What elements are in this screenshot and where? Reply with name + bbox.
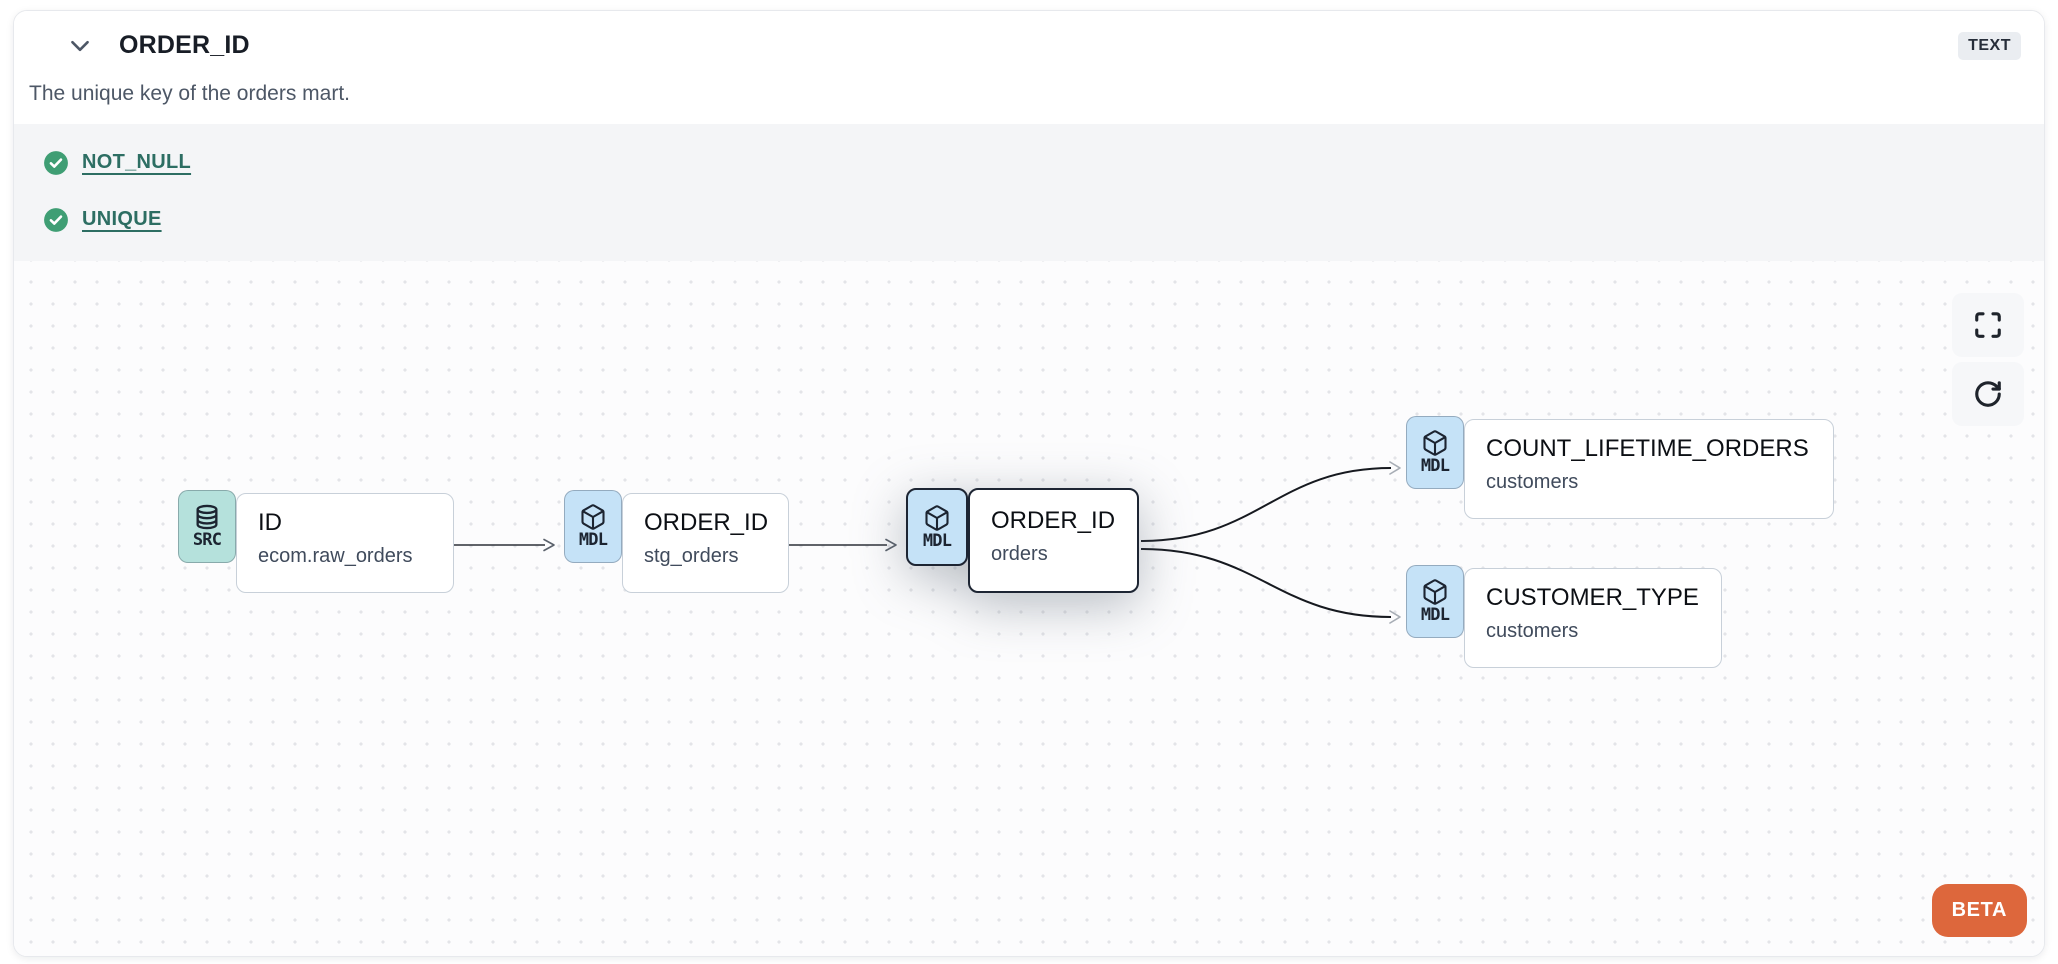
node-subtitle: customers: [1486, 620, 1579, 642]
fullscreen-icon: [1975, 312, 2001, 338]
node-badge-label: MDL: [578, 530, 608, 550]
test-row: UNIQUE: [43, 202, 2044, 237]
test-link-not-null[interactable]: NOT_NULL: [82, 151, 192, 173]
chevron-down-icon[interactable]: [67, 33, 93, 59]
refresh-button[interactable]: [1952, 362, 2024, 426]
tests-section: NOT_NULL UNIQUE: [14, 124, 2044, 261]
lineage-canvas[interactable]: SRC ID ecom.raw_orders MDL ORDER_ID stg_…: [14, 261, 2044, 956]
node-box: ORDER_ID orders: [968, 488, 1139, 593]
check-circle-icon: [43, 207, 69, 233]
cube-icon: [925, 504, 949, 531]
cube-icon: [581, 504, 605, 530]
node-box: ID ecom.raw_orders: [236, 493, 454, 593]
node-box: CUSTOMER_TYPE customers: [1464, 568, 1722, 668]
column-details-card: ORDER_ID TEXT The unique key of the orde…: [13, 10, 2045, 957]
edge-arrowhead: [543, 538, 555, 552]
node-badge-label: MDL: [1420, 605, 1450, 625]
test-row: NOT_NULL: [43, 145, 2044, 180]
column-description: The unique key of the orders mart.: [29, 82, 350, 105]
column-header: ORDER_ID TEXT The unique key of the orde…: [14, 11, 2044, 124]
edge-arrowhead: [1389, 610, 1401, 624]
node-badge-label: MDL: [1420, 456, 1450, 476]
column-type-badge: TEXT: [1958, 32, 2021, 60]
node-title: COUNT_LIFETIME_ORDERS: [1486, 435, 1809, 462]
node-title: ORDER_ID: [644, 509, 769, 536]
test-link-unique[interactable]: UNIQUE: [82, 208, 162, 230]
page-title: ORDER_ID: [119, 31, 250, 59]
node-title: ORDER_ID: [991, 507, 1116, 534]
database-icon: [196, 504, 218, 530]
node-badge-label: SRC: [192, 530, 222, 550]
node-title: CUSTOMER_TYPE: [1486, 584, 1699, 611]
node-subtitle: customers: [1486, 471, 1579, 493]
node-type-badge-src: SRC: [178, 490, 236, 563]
cube-icon: [1423, 579, 1447, 605]
edge-orders-count: [1140, 467, 1392, 542]
node-subtitle: orders: [991, 543, 1048, 565]
canvas-controls: [1952, 293, 2024, 426]
node-type-badge-mdl: MDL: [906, 488, 968, 566]
node-type-badge-mdl: MDL: [1406, 565, 1464, 638]
edge-orders-customer-type: [1140, 548, 1392, 618]
cube-icon: [1423, 430, 1447, 456]
node-type-badge-mdl: MDL: [564, 490, 622, 563]
node-box: COUNT_LIFETIME_ORDERS customers: [1464, 419, 1834, 519]
edge-arrowhead: [1389, 461, 1401, 475]
check-circle-icon: [43, 150, 69, 176]
node-badge-label: MDL: [922, 530, 952, 551]
title-row: ORDER_ID: [29, 31, 2020, 60]
node-title: ID: [258, 509, 282, 536]
node-type-badge-mdl: MDL: [1406, 416, 1464, 489]
node-subtitle: ecom.raw_orders: [258, 545, 413, 567]
node-subtitle: stg_orders: [644, 545, 739, 567]
edge-arrowhead: [885, 538, 897, 552]
beta-badge: BETA: [1931, 884, 2027, 937]
refresh-icon: [1975, 381, 2001, 407]
node-box: ORDER_ID stg_orders: [622, 493, 789, 593]
fullscreen-button[interactable]: [1952, 293, 2024, 357]
lineage-edges: [454, 461, 1401, 624]
